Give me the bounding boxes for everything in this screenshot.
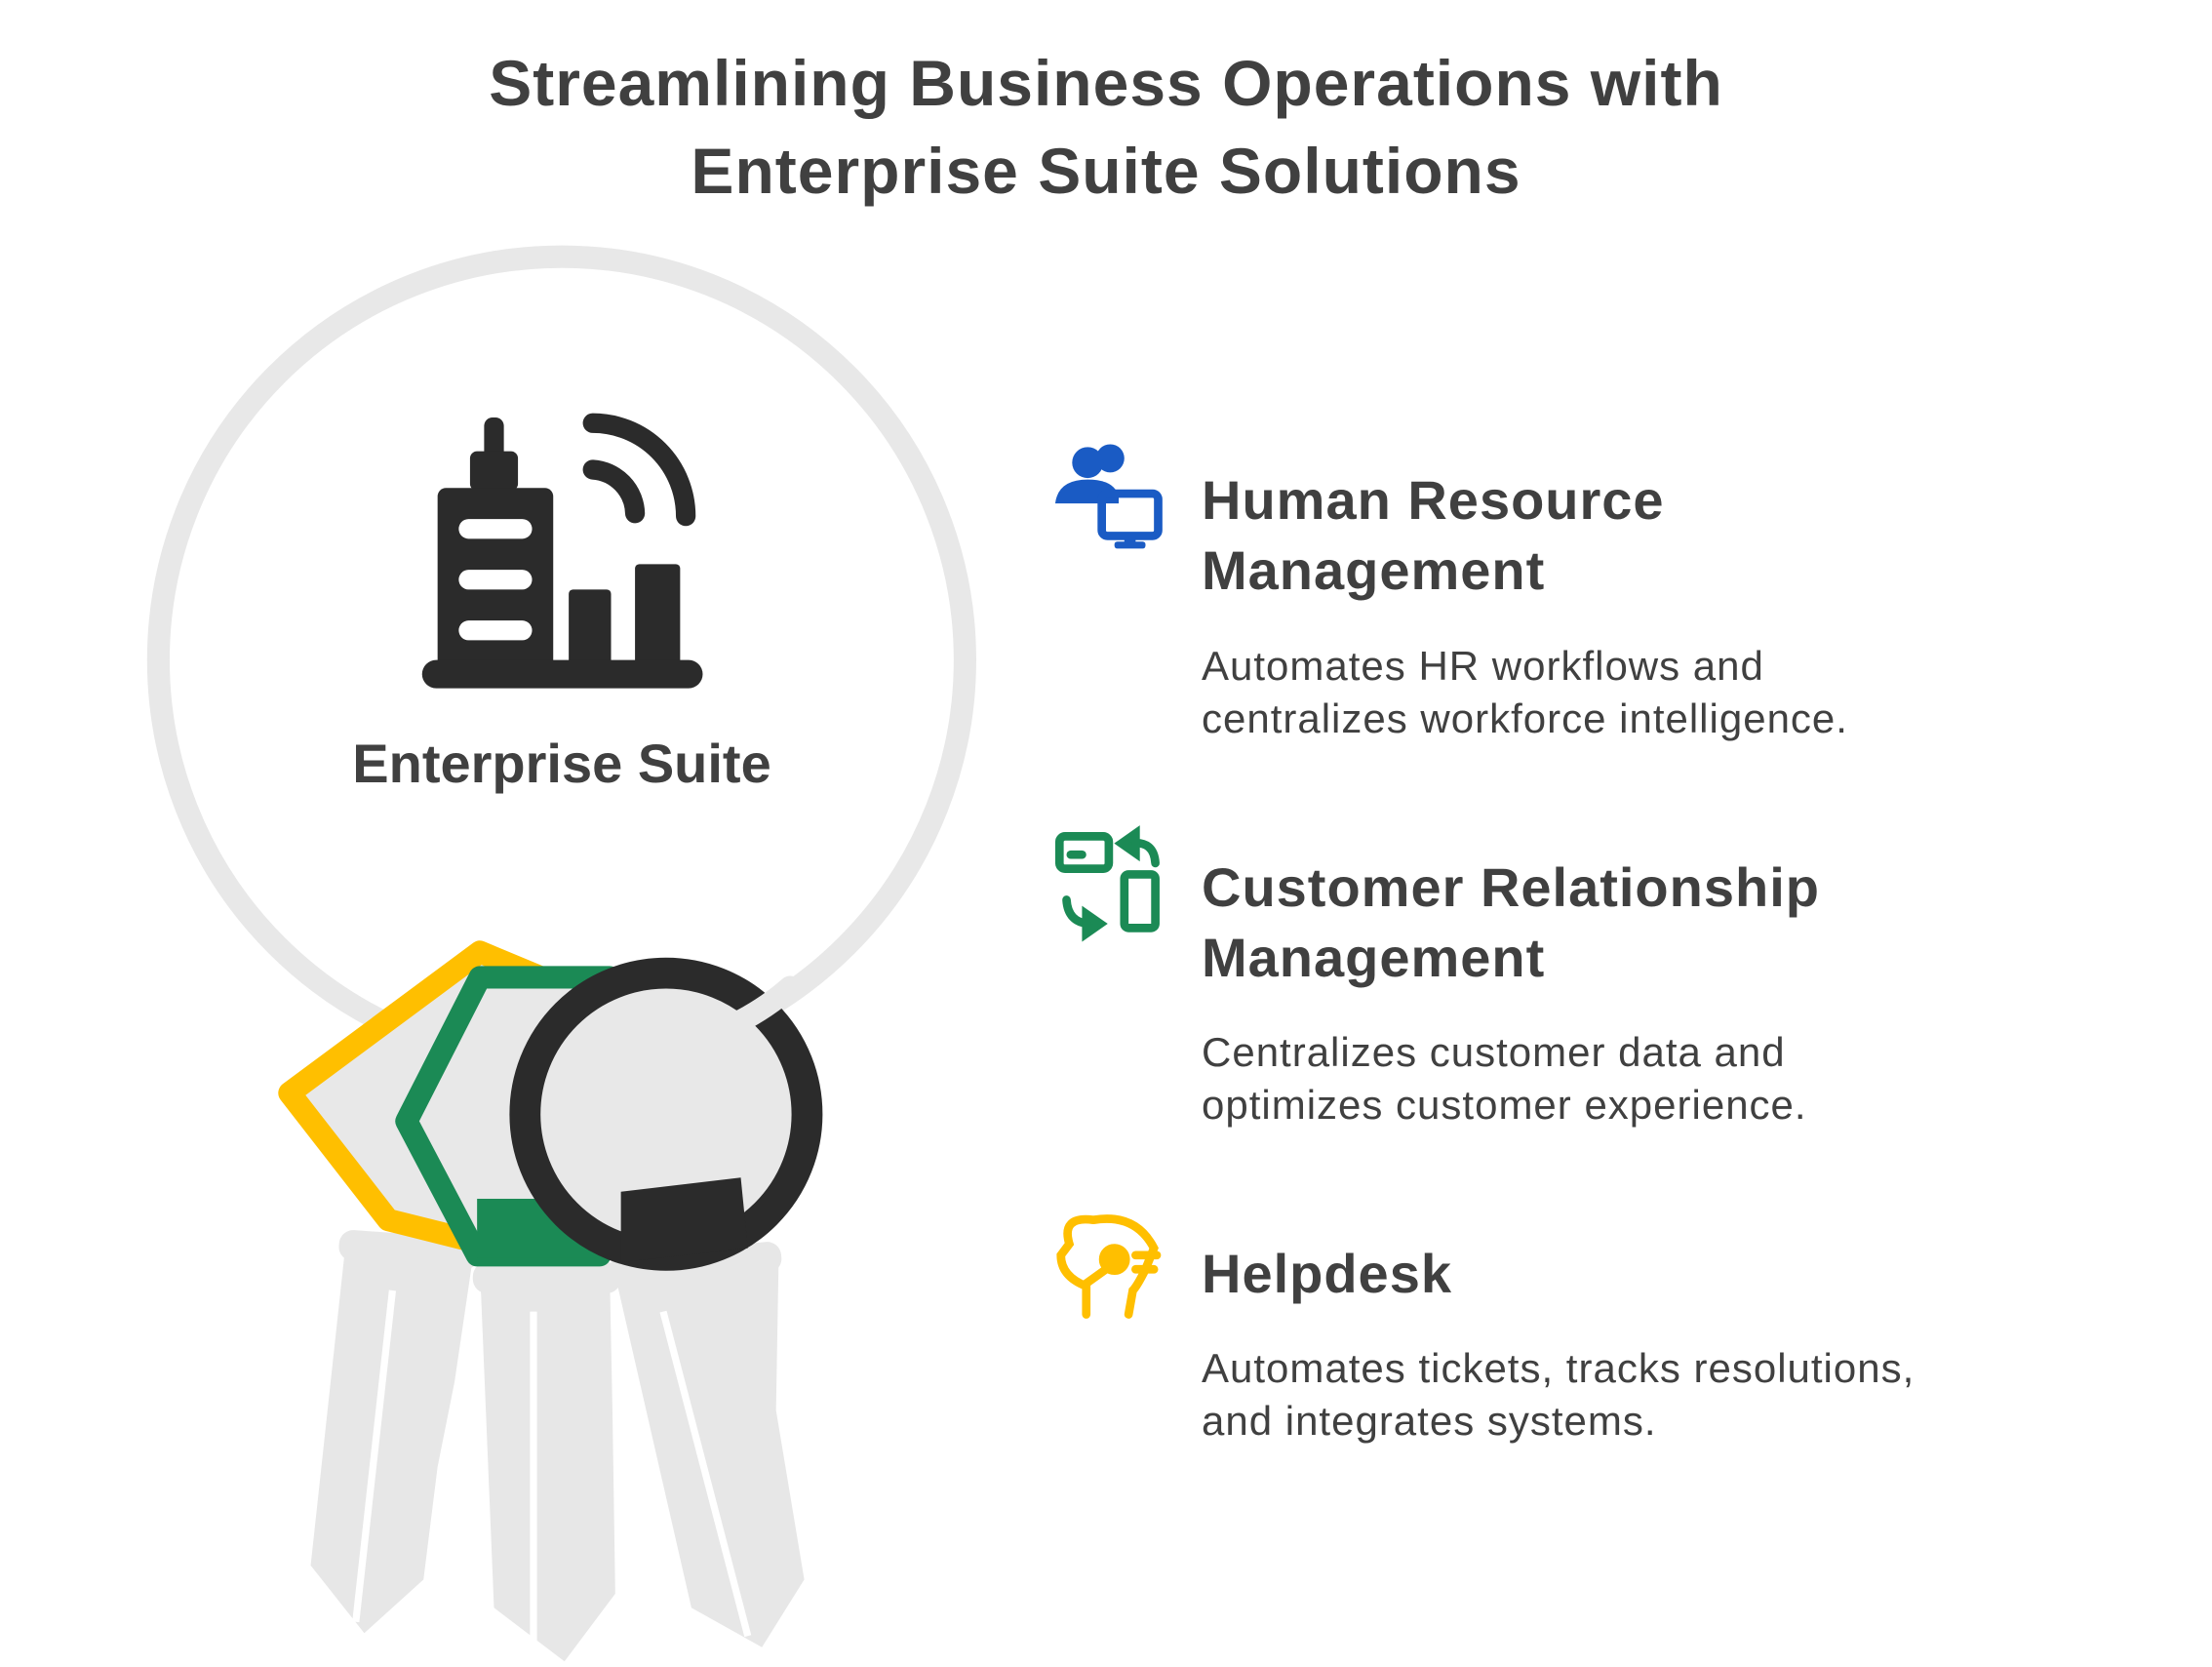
helpdesk-heading: Helpdesk: [1202, 1243, 1452, 1304]
helpdesk-desc-line1: Automates tickets, tracks resolutions,: [1202, 1345, 1916, 1391]
card-phone-sync-icon: [1054, 825, 1160, 942]
crm-desc-line1: Centralizes customer data and: [1202, 1029, 1786, 1075]
headset-agent-icon: [1056, 1214, 1162, 1319]
crm-heading-line1: Customer Relationship: [1202, 856, 1820, 918]
key-blades: [310, 1230, 805, 1662]
hr-heading-line2: Management: [1202, 539, 1546, 601]
key-blade-left: [310, 1241, 473, 1634]
hr-desc-line1: Automates HR workflows and: [1202, 643, 1764, 689]
page-title-line1: Streamlining Business Operations with: [489, 47, 1723, 119]
users-monitor-icon: [1054, 444, 1163, 549]
helpdesk-desc-line2: and integrates systems.: [1202, 1398, 1657, 1444]
key-blade-right: [613, 1250, 805, 1647]
hr-heading-line1: Human Resource: [1202, 469, 1665, 531]
hr-desc-line2: centralizes workforce intelligence.: [1202, 695, 1848, 741]
crm-heading-line2: Management: [1202, 927, 1546, 988]
building-signal-icon: [421, 413, 703, 689]
page-title-line2: Enterprise Suite Solutions: [691, 135, 1521, 207]
crm-desc-line2: optimizes customer experience.: [1202, 1082, 1807, 1128]
key-blade-middle: [480, 1266, 615, 1662]
center-label: Enterprise Suite: [352, 733, 771, 794]
